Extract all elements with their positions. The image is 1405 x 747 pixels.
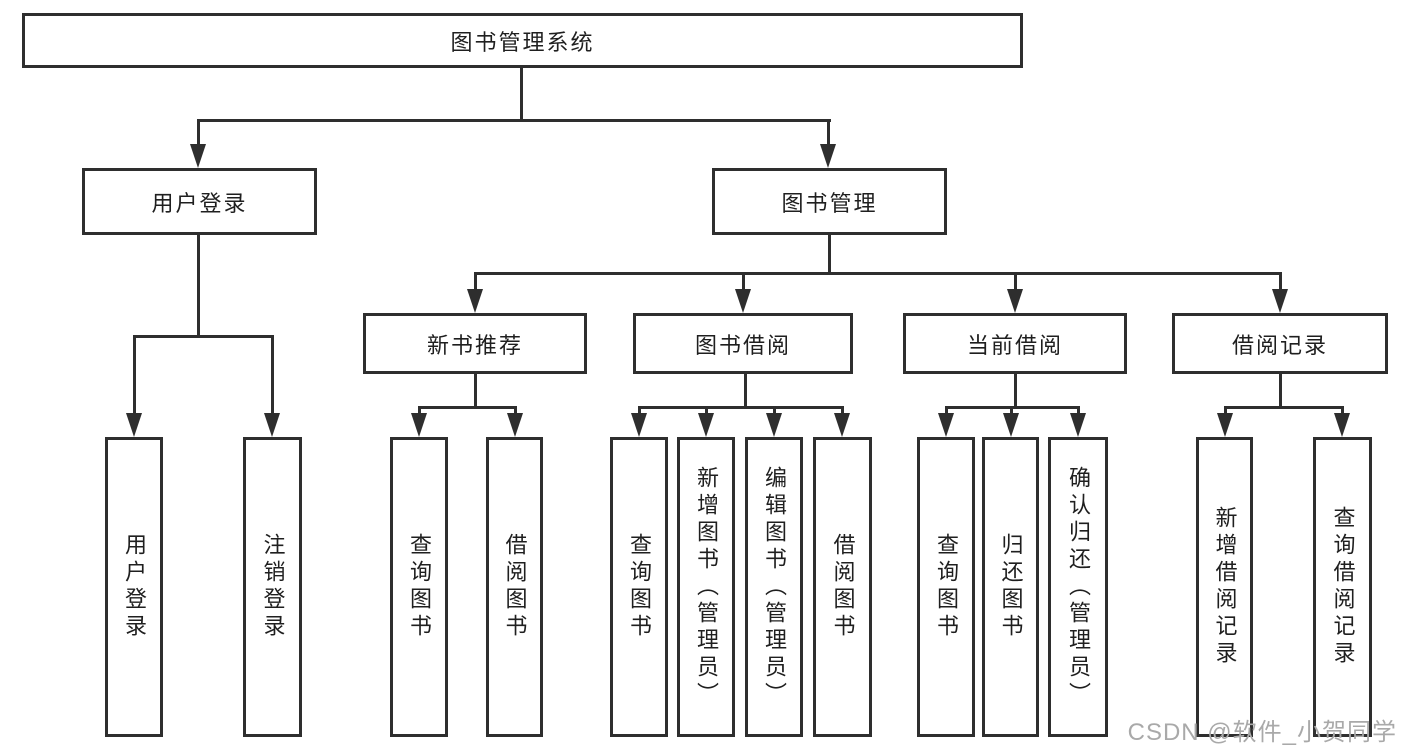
- node-label: 编辑图书（管理员）: [762, 465, 787, 709]
- connector-level3-horizontal: [474, 272, 1282, 275]
- connector-stem: [514, 406, 517, 417]
- leaf-query-books-borrow: 查询图书: [610, 437, 668, 737]
- arrow-to-leaf: [507, 413, 523, 437]
- leaf-query-books-recommend: 查询图书: [390, 437, 448, 737]
- arrow-to-leaf: [834, 413, 850, 437]
- connector-newbook-horizontal: [418, 406, 517, 409]
- node-current-borrowing: 当前借阅: [903, 313, 1127, 374]
- node-label: 图书管理: [781, 190, 878, 216]
- arrow-to-leaf: [631, 413, 647, 437]
- connector-root-vertical: [520, 66, 523, 122]
- arrow-to-user-login: [190, 144, 206, 168]
- leaf-add-borrow-record: 新增借阅记录: [1196, 437, 1253, 737]
- node-label: 注销登录: [260, 533, 286, 641]
- connector-stem: [705, 406, 708, 417]
- node-label: 借阅图书: [830, 533, 856, 641]
- connector-stem: [945, 406, 948, 417]
- node-user-login: 用户登录: [82, 168, 317, 235]
- connector-currentborrow-vertical: [1014, 372, 1017, 409]
- node-borrowing-records: 借阅记录: [1172, 313, 1388, 374]
- arrow-to-new-book: [467, 289, 483, 313]
- leaf-query-borrow-record: 查询借阅记录: [1313, 437, 1372, 737]
- connector-stem-leaf-logout: [271, 335, 274, 417]
- leaf-edit-books-admin: 编辑图书（管理员）: [745, 437, 803, 737]
- connector-stem-book-borrow: [742, 272, 745, 292]
- connector-stem: [841, 406, 844, 417]
- arrow-to-leaf: [1334, 413, 1350, 437]
- connector-stem-borrow-record: [1279, 272, 1282, 292]
- connector-stem-current-borrow: [1014, 272, 1017, 292]
- node-label: 归还图书: [998, 533, 1024, 641]
- leaf-borrow-books-recommend: 借阅图书: [486, 437, 543, 737]
- node-book-borrowing: 图书借阅: [633, 313, 853, 374]
- leaf-user-login: 用户登录: [105, 437, 163, 737]
- connector-stem-new-book: [474, 272, 477, 292]
- arrow-to-borrow-record: [1272, 289, 1288, 313]
- node-label: 查询借阅记录: [1330, 506, 1356, 668]
- connector-stem-leaf-user-login: [133, 335, 136, 417]
- arrow-to-leaf: [1070, 413, 1086, 437]
- leaf-query-books-current: 查询图书: [917, 437, 975, 737]
- connector-userlogin-horizontal: [133, 335, 274, 338]
- arrow-to-current-borrow: [1007, 289, 1023, 313]
- connector-level2-horizontal: [197, 119, 831, 122]
- node-label: 查询图书: [407, 533, 432, 641]
- leaf-borrow-books: 借阅图书: [813, 437, 872, 737]
- node-label: 借阅图书: [502, 533, 528, 641]
- arrow-to-leaf: [766, 413, 782, 437]
- node-label: 当前借阅: [966, 332, 1063, 358]
- connector-stem: [1010, 406, 1013, 417]
- arrow-to-leaf-user-login: [126, 413, 142, 437]
- connector-stem: [638, 406, 641, 417]
- arrow-to-leaf-logout: [264, 413, 280, 437]
- connector-bookmgmt-vertical: [828, 233, 831, 275]
- leaf-confirm-return-admin: 确认归还（管理员）: [1048, 437, 1108, 737]
- connector-stem: [1341, 406, 1344, 417]
- connector-bookborrow-horizontal: [638, 406, 844, 409]
- node-label: 用户登录: [122, 533, 147, 641]
- connector-borrowrecord-horizontal: [1224, 406, 1344, 409]
- connector-newbook-vertical: [474, 372, 477, 409]
- node-label: 查询图书: [627, 533, 652, 641]
- connector-stem: [1077, 406, 1080, 417]
- node-book-management: 图书管理: [712, 168, 947, 235]
- node-label: 确认归还（管理员）: [1066, 465, 1091, 709]
- node-label: 图书借阅: [694, 332, 791, 358]
- node-label: 新书推荐: [426, 332, 523, 358]
- node-label: 借阅记录: [1231, 332, 1328, 358]
- leaf-add-books-admin: 新增图书（管理员）: [677, 437, 735, 737]
- arrow-to-leaf: [938, 413, 954, 437]
- connector-stem-user-login: [197, 119, 200, 148]
- connector-stem: [418, 406, 421, 417]
- node-label: 查询图书: [934, 533, 959, 641]
- connector-stem-book-mgmt: [827, 119, 830, 148]
- node-label: 新增借阅记录: [1212, 506, 1238, 668]
- connector-borrowrecord-vertical: [1279, 372, 1282, 409]
- leaf-return-books: 归还图书: [982, 437, 1039, 737]
- connector-userlogin-vertical: [197, 233, 200, 338]
- csdn-watermark: CSDN @软件_小贺同学: [1127, 719, 1397, 746]
- connector-bookborrow-vertical: [744, 372, 747, 409]
- arrow-to-book-mgmt: [820, 144, 836, 168]
- connector-stem: [773, 406, 776, 417]
- leaf-logout: 注销登录: [243, 437, 302, 737]
- node-new-book-recommend: 新书推荐: [363, 313, 587, 374]
- arrow-to-leaf: [411, 413, 427, 437]
- node-label: 用户登录: [151, 190, 248, 216]
- arrow-to-leaf: [1217, 413, 1233, 437]
- node-label: 新增图书（管理员）: [694, 465, 719, 709]
- arrow-to-leaf: [698, 413, 714, 437]
- node-root-system: 图书管理系统: [22, 13, 1023, 68]
- arrow-to-book-borrow: [735, 289, 751, 313]
- node-label: 图书管理系统: [450, 29, 595, 55]
- arrow-to-leaf: [1003, 413, 1019, 437]
- connector-stem: [1224, 406, 1227, 417]
